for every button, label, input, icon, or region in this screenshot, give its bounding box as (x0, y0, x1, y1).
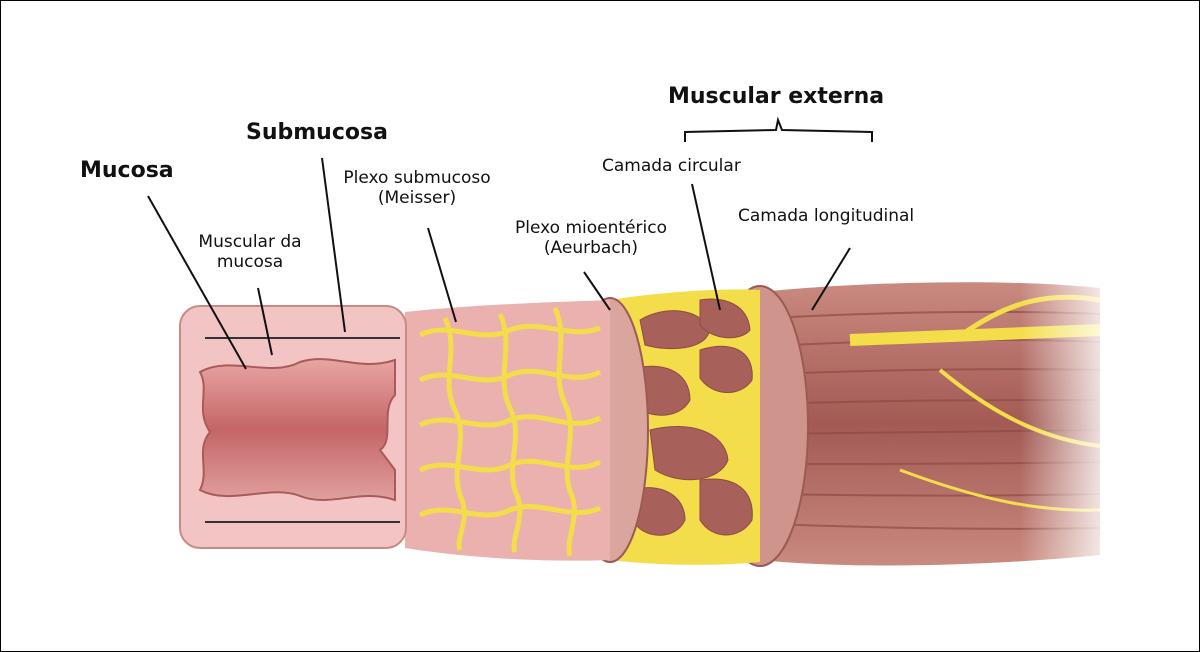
label-plexo-submucoso-line1: Plexo submucoso (342, 168, 492, 188)
label-mucosa: Mucosa (80, 158, 174, 184)
label-submucosa: Submucosa (246, 120, 388, 146)
label-camada-longitudinal: Camada longitudinal (738, 206, 914, 226)
label-muscular-externa: Muscular externa (668, 84, 884, 110)
label-plexo-mioenterico-line2: (Aeurbach) (496, 238, 686, 258)
label-plexo-mioenterico-line1: Plexo mioentérico (496, 218, 686, 238)
label-plexo-mioenterico: Plexo mioentérico (Aeurbach) (496, 218, 686, 259)
label-muscular-da-mucosa: Muscular da mucosa (180, 232, 320, 273)
label-camada-circular: Camada circular (602, 156, 741, 176)
label-plexo-submucoso: Plexo submucoso (Meisser) (342, 168, 492, 209)
label-plexo-submucoso-line2: (Meisser) (342, 188, 492, 208)
longitudinal-muscle-layer (760, 270, 1120, 570)
label-muscular-da-mucosa-line1: Muscular da (180, 232, 320, 252)
label-muscular-da-mucosa-line2: mucosa (180, 252, 320, 272)
lumen (200, 359, 395, 500)
submucosa-layer (405, 300, 610, 561)
mucosa-cut-face (180, 306, 406, 548)
